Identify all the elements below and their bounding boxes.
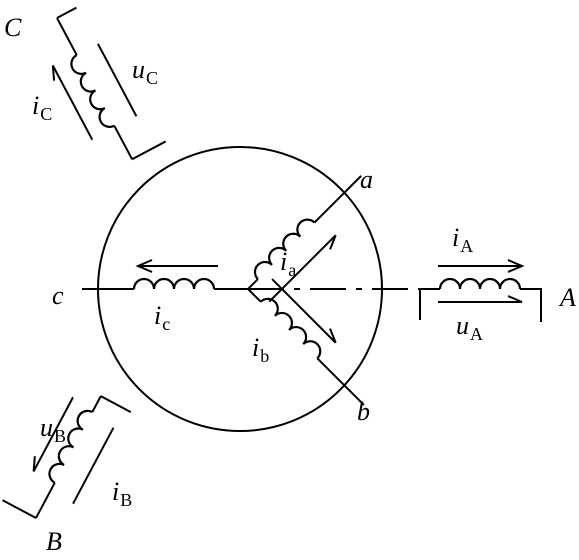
rotor-a-current-label: ia — [280, 247, 296, 280]
rotor-a-current-arrow — [268, 234, 337, 303]
stator-B-current-arrow — [72, 427, 115, 505]
rotor-c-label: c — [52, 281, 64, 310]
stator-C-label: C — [4, 13, 22, 42]
rotor-winding-c — [82, 259, 248, 290]
stator-B-current-label: iB — [112, 477, 132, 510]
stator-C-voltage-label: uC — [132, 55, 158, 88]
rotor-b-current-arrow — [271, 278, 337, 344]
stator-A-current-label: iA — [452, 223, 473, 256]
stator-B-label: B — [46, 527, 62, 555]
stator-A-label: A — [558, 283, 576, 312]
stator-C-current-label: iC — [32, 91, 52, 124]
stator-winding-C — [51, 6, 167, 161]
rotor-a-label: a — [360, 165, 373, 194]
stator-B-voltage-label: uB — [40, 413, 66, 446]
stator-winding-B — [1, 395, 132, 519]
stator-C-voltage-arrow — [97, 43, 138, 117]
stator-A-voltage-label: uA — [456, 311, 483, 344]
stator-B-voltage-arrow — [32, 396, 74, 472]
stator-winding-A — [419, 259, 542, 322]
rotor-b-label: b — [357, 397, 370, 426]
stator-C-current-arrow — [51, 65, 94, 141]
rotor-b-current-label: ib — [252, 333, 269, 366]
rotor-c-current-label: ic — [154, 301, 170, 334]
